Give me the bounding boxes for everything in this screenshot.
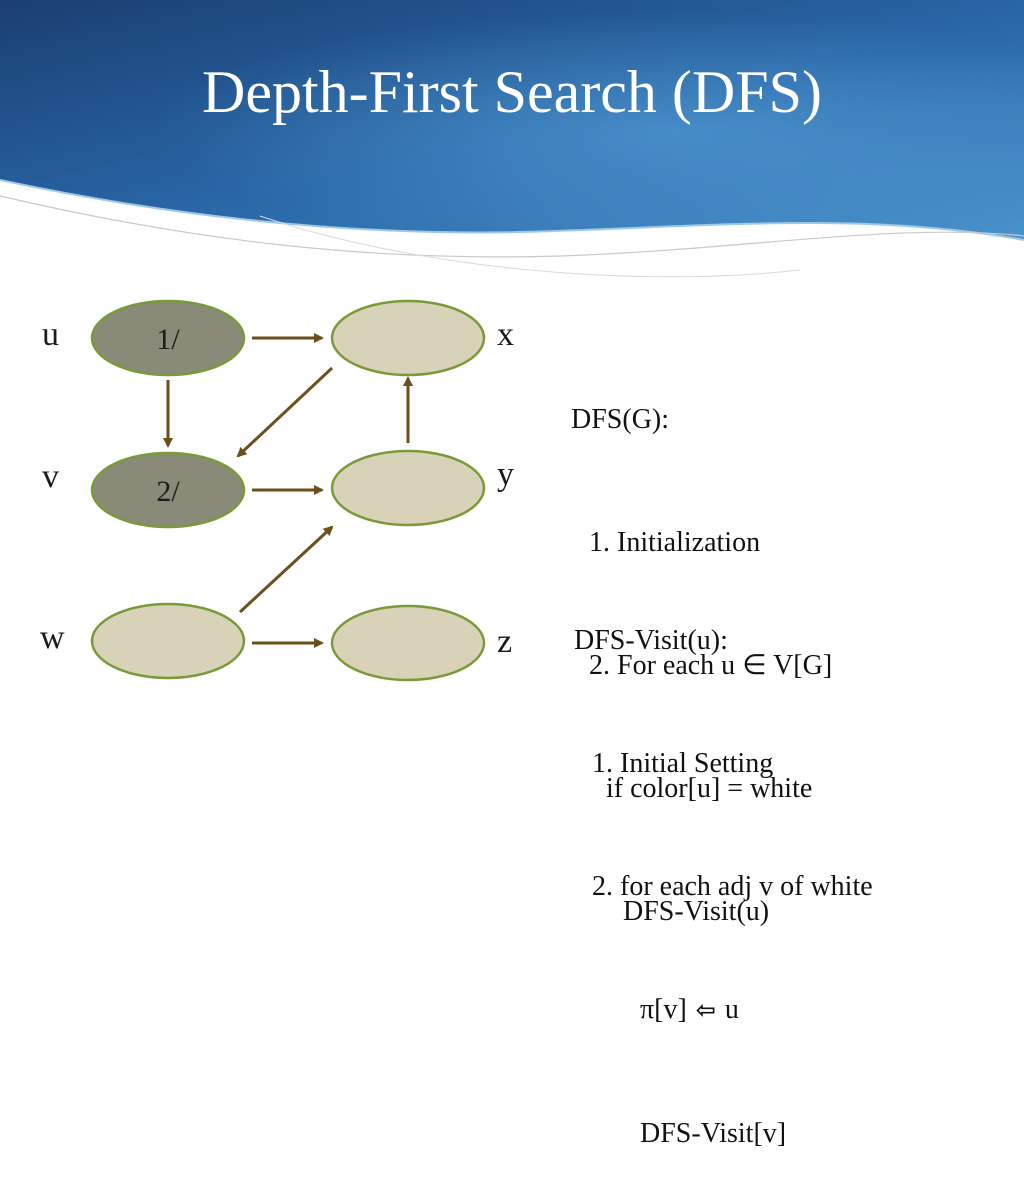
dfs-line-2: 2. For each u ∈ V[G] [571, 645, 832, 686]
node-v: 2/v [42, 451, 246, 529]
edge-x-to-v [236, 366, 334, 458]
node-x-ellipse [330, 299, 486, 377]
visit-line-3-suffix: u [717, 994, 739, 1025]
dfs-line-1: 1. Initialization [589, 527, 761, 558]
node-u: 1/u [42, 299, 246, 377]
node-z: z [330, 604, 512, 682]
left-arrow-icon: ⇦ [695, 996, 716, 1024]
dfs-visit-pseudocode: DFS-Visit(u): 1. Initial Setting 2. for … [574, 538, 873, 1195]
node-w: w [40, 602, 246, 680]
node-u-ellipse [90, 299, 246, 377]
title-banner [0, 0, 1024, 278]
visit-line-3-prefix: π[v] [640, 994, 694, 1025]
node-u-timestamp: 1/ [156, 323, 180, 356]
dfs-line-2-suffix: V[G] [766, 650, 833, 681]
dfs-header: DFS(G): [571, 404, 670, 435]
edge-w-to-y [238, 525, 334, 614]
nodes-layer: 1/u x 2/v y w z [40, 299, 514, 682]
node-v-timestamp: 2/ [156, 475, 180, 508]
node-v-label: v [42, 458, 59, 495]
node-w-label: w [40, 619, 65, 656]
visit-header: DFS-Visit(u): [574, 625, 728, 656]
node-u-label: u [42, 316, 59, 353]
edges-layer [163, 333, 413, 648]
visit-line-4: DFS-Visit[v] [640, 1118, 787, 1149]
element-of-symbol: ∈ [742, 650, 767, 681]
dfs-line-2-prefix: 2. For each u [589, 650, 743, 681]
visit-line-3: π[v] ⇦ u [574, 989, 873, 1031]
node-y-ellipse [330, 449, 486, 527]
node-z-label: z [497, 623, 512, 660]
node-v-ellipse [90, 451, 246, 529]
visit-line-1: 1. Initial Setting [592, 748, 774, 779]
node-y-label: y [497, 456, 514, 493]
node-x: x [330, 299, 514, 377]
node-x-label: x [497, 316, 514, 353]
node-z-ellipse [330, 604, 486, 682]
node-y: y [330, 449, 514, 527]
dfs-graph: 1/u x 2/v y w z [40, 299, 514, 682]
node-w-ellipse [90, 602, 246, 680]
visit-line-2: 2. for each adj v of white [592, 871, 873, 902]
slide-title: Depth-First Search (DFS) [202, 59, 822, 125]
